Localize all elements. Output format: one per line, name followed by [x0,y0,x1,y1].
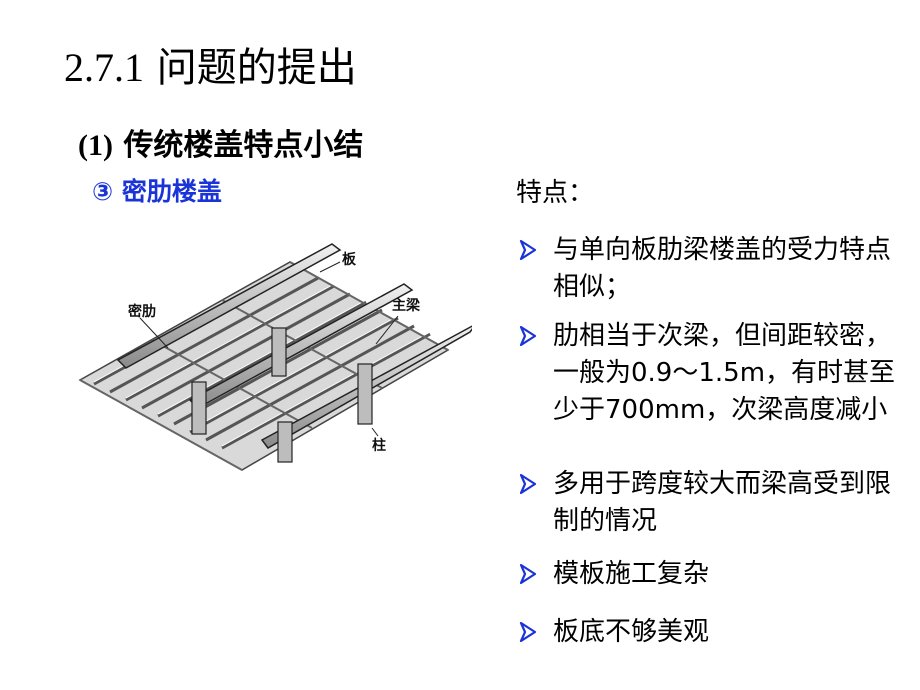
feature-item: 模板施工复杂 [516,556,916,593]
features-heading: 特点： [516,178,595,208]
feature-text: 与单向板肋梁楼盖的受力特点相似； [553,235,892,302]
feature-text: 多用于跨度较大而梁高受到限制的情况 [553,469,892,536]
ribbed-floor-diagram: 板 密肋 主梁 柱 [78,243,472,471]
section-label-text: 密肋楼盖 [121,177,222,206]
feature-text: 板底不够美观 [553,617,710,647]
label-rib: 密肋 [127,303,156,320]
section-label: ③ 密肋楼盖 [92,172,222,208]
section-marker: ③ [92,177,114,206]
slide-title: 2.7.1 问题的提出 [64,45,357,91]
label-main-beam: 主梁 [392,297,421,314]
subtitle: (1) 传统楼盖特点小结 [78,120,363,164]
arrow-bullet-icon [519,239,537,261]
feature-item: 多用于跨度较大而梁高受到限制的情况 [516,466,916,540]
columns [191,327,373,463]
arrow-bullet-icon [519,473,537,495]
feature-item: 与单向板肋梁楼盖的受力特点相似； [516,232,916,306]
title-number: 2.7.1 [64,45,144,90]
arrow-bullet-icon [519,563,537,585]
label-slab: 板 [342,251,357,268]
feature-text: 肋相当于次梁，但间距较密，一般为0.9～1.5m，有时甚至少于700mm，次梁高… [553,321,896,425]
title-text: 问题的提出 [156,45,357,91]
feature-item: 肋相当于次梁，但间距较密，一般为0.9～1.5m，有时甚至少于700mm，次梁高… [516,318,916,429]
feature-text: 模板施工复杂 [553,559,710,589]
arrow-bullet-icon [519,621,537,643]
subtitle-text: 传统楼盖特点小结 [123,128,364,163]
feature-item: 板底不够美观 [516,614,916,651]
subtitle-number: (1) [78,129,113,162]
label-column: 柱 [372,437,386,454]
arrow-bullet-icon [519,325,537,347]
